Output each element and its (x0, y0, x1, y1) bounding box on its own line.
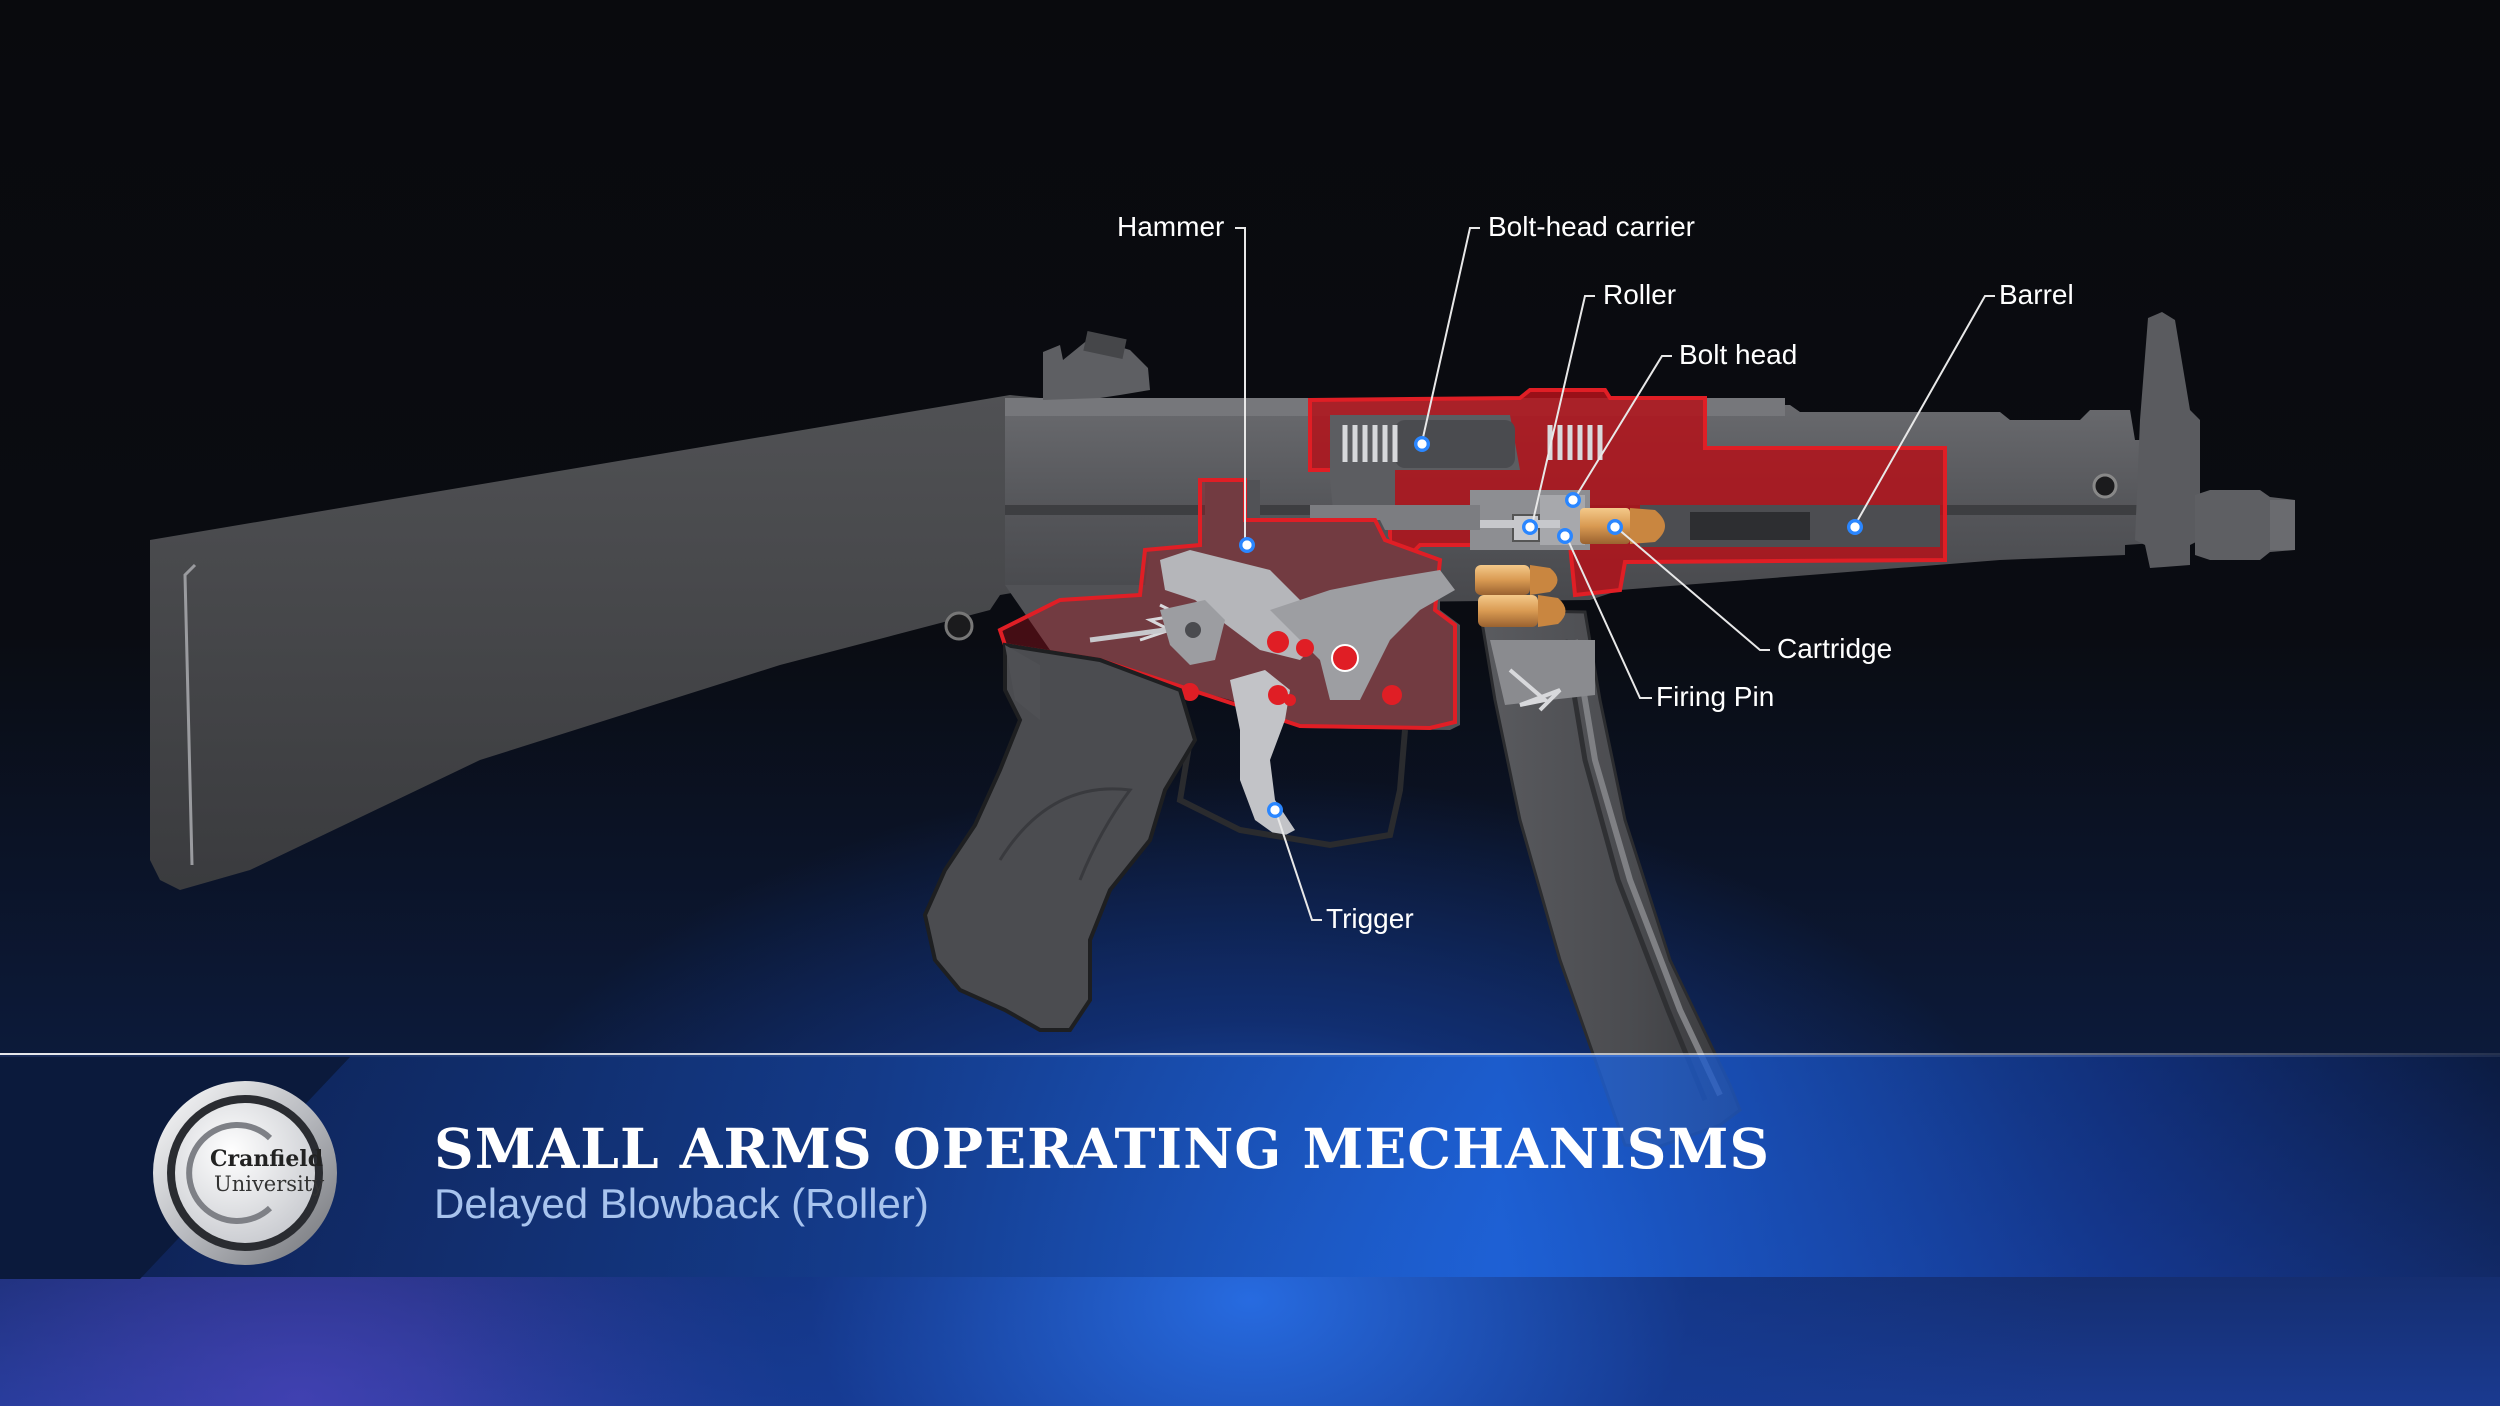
sear-part (1270, 570, 1455, 700)
logo-text-line2: University (214, 1172, 325, 1196)
front-sight (2135, 312, 2200, 568)
stock-pin (944, 611, 974, 641)
magazine-feed-lips (1490, 640, 1595, 705)
grip-tang (1005, 645, 1040, 720)
pistol-grip (922, 642, 1198, 1032)
barrel-callout (1854, 295, 1995, 526)
rear-sight-drum (1083, 331, 1127, 359)
magazine-rib-dark (1562, 639, 1708, 1101)
firing-pin-shaft (1480, 520, 1560, 528)
firing-pin-marker (1557, 528, 1573, 544)
page-title: SMALL ARMS OPERATING MECHANISMS (434, 1116, 1771, 1181)
magazine-rib (1572, 639, 1723, 1097)
pistol-grip-contour (998, 787, 1133, 881)
hammer-callout (1235, 227, 1246, 545)
pin-5 (1268, 685, 1288, 705)
page-subtitle: Delayed Blowback (Roller) (434, 1180, 929, 1227)
barrel-marker (1847, 519, 1863, 535)
front-sight-pin (2092, 473, 2118, 499)
bolt-head-marker (1565, 492, 1581, 508)
recoil-spring (1342, 425, 1398, 462)
trigger-spring (1089, 625, 1181, 643)
hammer-marker (1239, 537, 1255, 553)
magazine-cartridge-tip-1 (1530, 565, 1558, 595)
bolt-head-carrier-label: Bolt-head carrier (1488, 211, 1695, 242)
stock (150, 395, 1060, 890)
cranfield-logo (153, 1081, 337, 1265)
cartridge-marker (1607, 519, 1623, 535)
firing-pin-callout (1566, 537, 1652, 699)
trigger-label: Trigger (1326, 903, 1414, 934)
pin-7 (1284, 694, 1296, 706)
chambered-cartridge-case (1580, 508, 1630, 544)
trigger-marker (1267, 802, 1283, 818)
magazine-cartridge-tip-2 (1538, 595, 1566, 627)
cartridge-label: Cartridge (1777, 633, 1893, 664)
bolt-head-carrier-callout (1421, 227, 1480, 443)
chambered-bullet (1630, 508, 1665, 544)
roller-marker (1522, 519, 1538, 535)
pin-4 (1181, 683, 1199, 701)
magazine-spring (1508, 668, 1562, 712)
muzzle-thread (2270, 500, 2295, 550)
pin-1 (1267, 631, 1289, 653)
stock-edge-highlight (183, 563, 197, 866)
trigger-guard (1176, 729, 1408, 849)
pin-6 (1382, 685, 1402, 705)
firing-pin-label: Firing Pin (1656, 681, 1775, 712)
barrel-label: Barrel (1999, 279, 2074, 310)
selector-hole (1185, 622, 1201, 638)
barrel-rifling (1690, 512, 1810, 540)
bolt-head-spring (1547, 425, 1603, 460)
roller-callout (1531, 295, 1595, 526)
magazine-cartridge-2 (1478, 595, 1538, 627)
pin-3 (1331, 644, 1359, 672)
trigger-callout (1275, 811, 1322, 921)
bolt-head-carrier-marker (1414, 436, 1430, 452)
cartridge-callout (1616, 527, 1770, 651)
magazine-cartridge-1 (1475, 565, 1530, 595)
trigger-part (1230, 670, 1295, 838)
logo-text-line1: Cranfield (210, 1146, 324, 1172)
bolt-head-callout (1574, 355, 1672, 499)
roller-label: Roller (1603, 279, 1677, 310)
bolt-head-label: Bolt head (1679, 339, 1798, 370)
pin-2 (1296, 639, 1314, 657)
hammer-label: Hammer (1117, 211, 1225, 242)
title-banner (0, 1055, 2500, 1277)
